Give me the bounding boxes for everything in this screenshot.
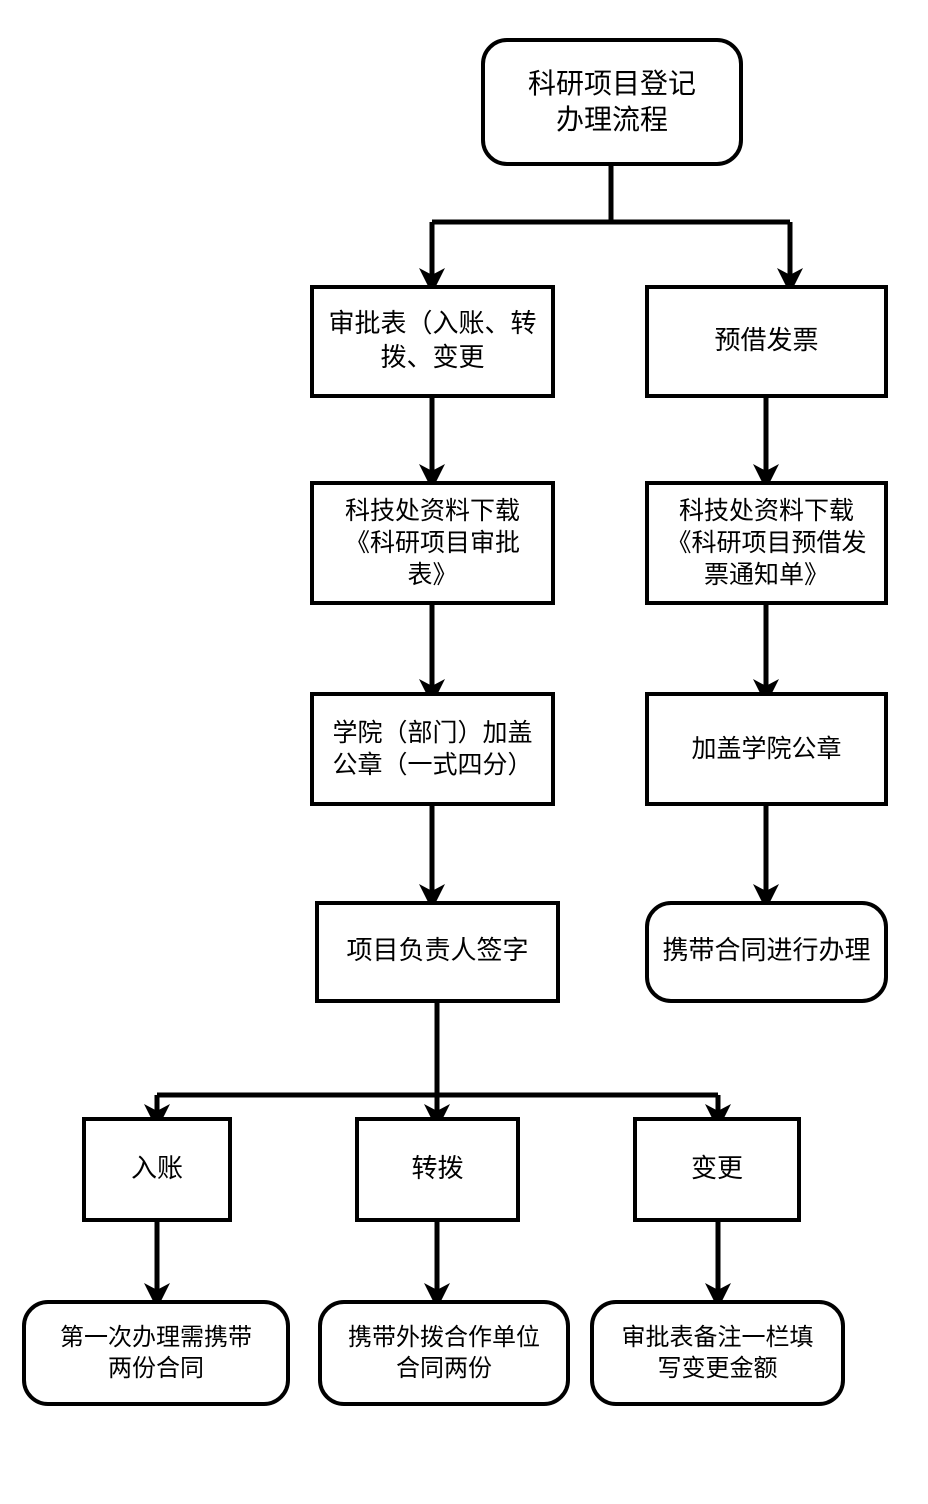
node-start[interactable]: 科研项目登记 办理流程 (481, 38, 743, 166)
node-download-prepay-notice[interactable]: 科技处资料下载 《科研项目预借发 票通知单》 (645, 481, 888, 605)
node-department-seal[interactable]: 学院（部门）加盖 公章（一式四分） (310, 692, 555, 806)
node-note-zhuanbo[interactable]: 携带外拨合作单位 合同两份 (318, 1300, 570, 1406)
node-bring-contract[interactable]: 携带合同进行办理 (645, 901, 888, 1003)
node-note-biangeng[interactable]: 审批表备注一栏填 写变更金额 (590, 1300, 845, 1406)
node-biangeng[interactable]: 变更 (633, 1117, 801, 1222)
node-zhuanbo[interactable]: 转拨 (355, 1117, 520, 1222)
node-leader-signature[interactable]: 项目负责人签字 (315, 901, 560, 1003)
node-college-seal[interactable]: 加盖学院公章 (645, 692, 888, 806)
node-approval-form[interactable]: 审批表（入账、转 拨、变更 (310, 285, 555, 398)
node-download-approval-form[interactable]: 科技处资料下载 《科研项目审批 表》 (310, 481, 555, 605)
node-ruzhang[interactable]: 入账 (82, 1117, 232, 1222)
node-prepay-invoice[interactable]: 预借发票 (645, 285, 888, 398)
node-note-ruzhang[interactable]: 第一次办理需携带 两份合同 (22, 1300, 290, 1406)
